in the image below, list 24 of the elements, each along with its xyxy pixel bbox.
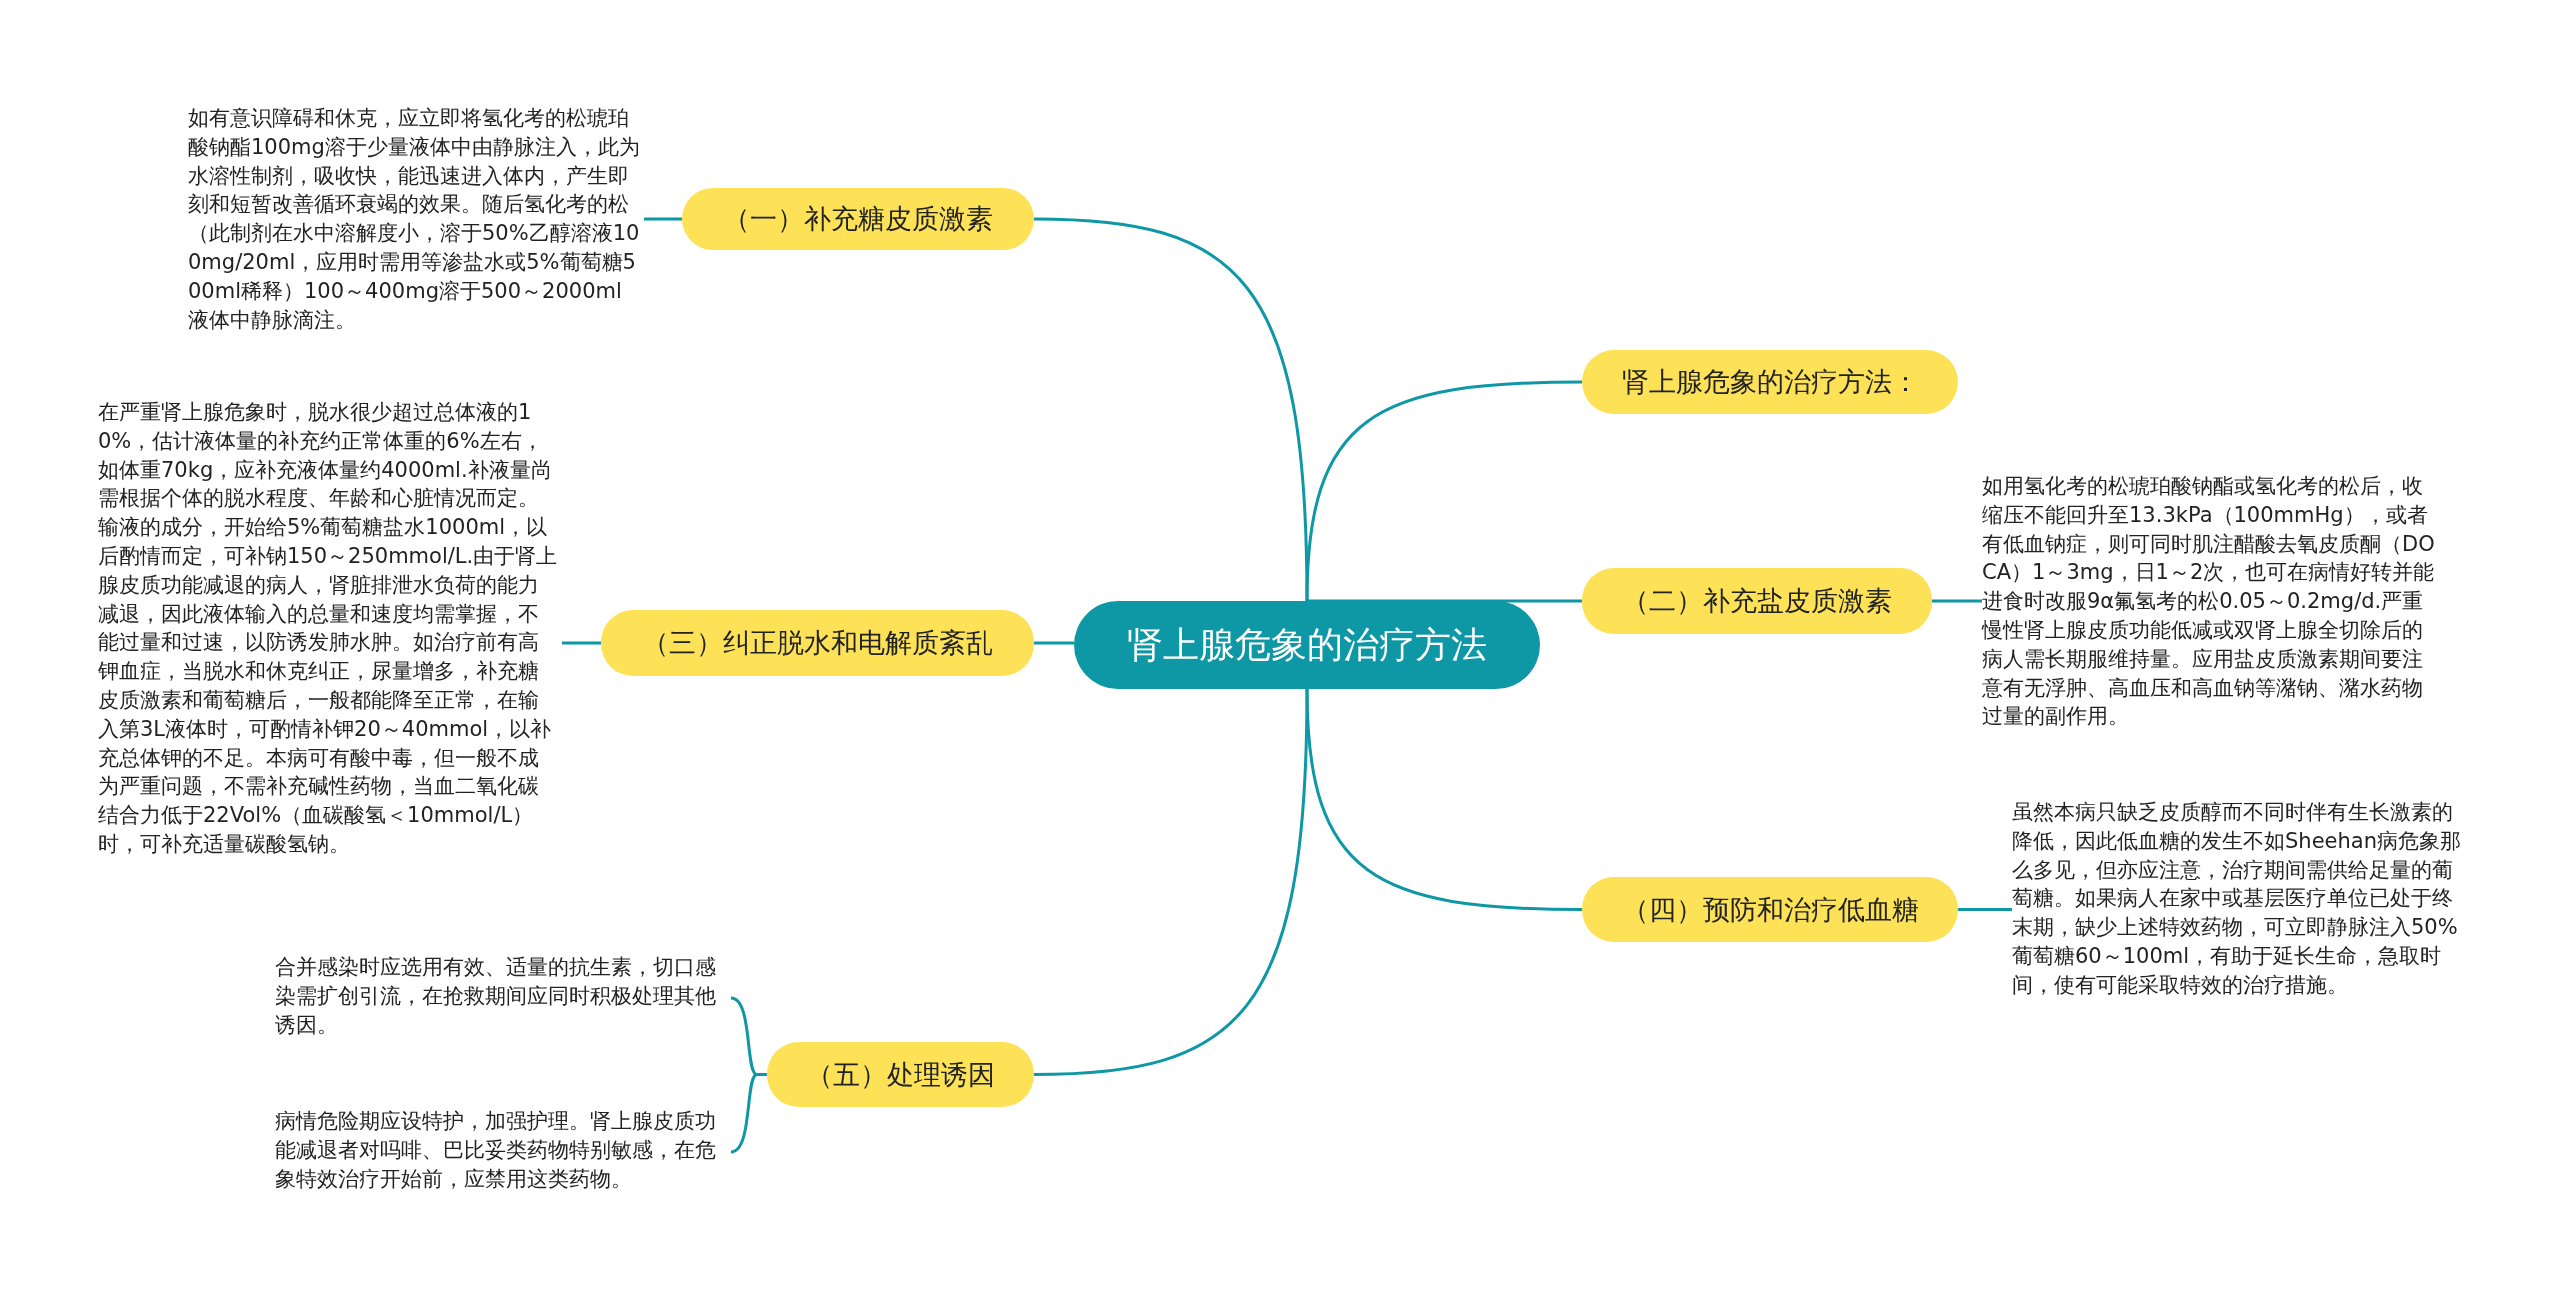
connector-line — [1307, 599, 1582, 603]
connector-line — [1958, 908, 2012, 911]
topic-pill: 肾上腺危象的治疗方法： — [1582, 350, 1958, 414]
topic-pill: （五）处理诱因 — [767, 1042, 1034, 1107]
topic-pill: （一）补充糖皮质激素 — [682, 188, 1034, 250]
topic-pill: （四）预防和治疗低血糖 — [1582, 877, 1958, 942]
connector-line — [1305, 688, 1583, 911]
central-topic: 肾上腺危象的治疗方法 — [1074, 601, 1540, 689]
note-text: 如有意识障碍和休克，应立即将氢化考的松琥珀酸钠酯100mg溶于少量液体中由静脉注入，此为水溶性制剂，吸收快，能迅速进入体内，产生即刻和短暂改善循环衰竭的效果。随后氢化考的松（此制剂在水中溶解度小，溶于50%乙醇溶液100mg/20ml，应用时需用等渗盐水或5%葡萄糖500ml稀释）100～400mg溶于500～2000ml液体中静脉滴注。 — [188, 104, 640, 335]
note-text: 合并感染时应选用有效、适量的抗生素，切口感染需扩创引流，在抢救期间应同时积极处理其他诱因。 — [275, 953, 727, 1040]
connector-line — [562, 641, 601, 645]
connector-line — [644, 217, 682, 221]
connector-line — [730, 1073, 767, 1154]
connector-line — [1932, 599, 1982, 603]
note-text: 在严重肾上腺危象时，脱水很少超过总体液的10%，估计液体量的补充约正常体重的6%左右，如体重70kg，应补充液体量约4000ml.补液量尚需根据个体的脱水程度、年龄和心脏情况而定。输液的成分，开始给5%葡萄糖盐水1000ml，以后酌情而定，可补钠150～250mmol/L.由于肾上腺皮质功能减退的病人，肾脏排泄水负荷的能力减退，因此液体输入的总量和速度均需掌握，不能过量和过速，以防诱发肺水肿。如治疗前有高钾血症，当脱水和休克纠正，尿量增多，补充糖皮质激素和葡萄糖后，一般都能降至正常，在输入第3L液体时，可酌情补钾20～40mmol，以补充总体钾的不足。本病可有酸中毒，但一般不成为严重问题，不需补充碱性药物，当血二氧化碳结合力低于22Vol%（血碳酸氢＜10mmol/L）时，可补充适量碳酸氢钠。 — [98, 398, 558, 859]
topic-pill: （二）补充盐皮质激素 — [1582, 568, 1932, 634]
connector-line — [1033, 217, 1309, 602]
note-text: 虽然本病只缺乏皮质醇而不同时伴有生长激素的降低，因此低血糖的发生不如Sheehan病危象那么多见，但亦应注意，治疗期间需供给足量的葡萄糖。如果病人在家中或基层医疗单位已处于终末期，缺少上述特效药物，可立即静脉注入50%葡萄糖60～100ml，有助于延长生命，急取时间，使有可能采取特效的治疗措施。 — [2012, 798, 2464, 1000]
connector-line — [1033, 688, 1309, 1076]
note-text: 如用氢化考的松琥珀酸钠酯或氢化考的松后，收缩压不能回升至13.3kPa（100mmHg），或者有低血钠症，则可同时肌注醋酸去氧皮质酮（DOCA）1～3mg，日1～2次，也可在病情好转并能进食时改服9α氟氢考的松0.05～0.2mg/d.严重慢性肾上腺皮质功能低减或双肾上腺全切除后的病人需长期服维持量。应用盐皮质激素期间要注意有无浮肿、高血压和高血钠等潴钠、潴水药物过量的副作用。 — [1982, 472, 2436, 732]
connector-line — [1034, 641, 1074, 645]
note-text: 病情危险期应设特护，加强护理。肾上腺皮质功能减退者对吗啡、巴比妥类药物特别敏感，在危象特效治疗开始前，应禁用这类药物。 — [275, 1107, 727, 1194]
topic-pill: （三）纠正脱水和电解质紊乱 — [601, 610, 1034, 676]
connector-line — [1305, 380, 1583, 602]
